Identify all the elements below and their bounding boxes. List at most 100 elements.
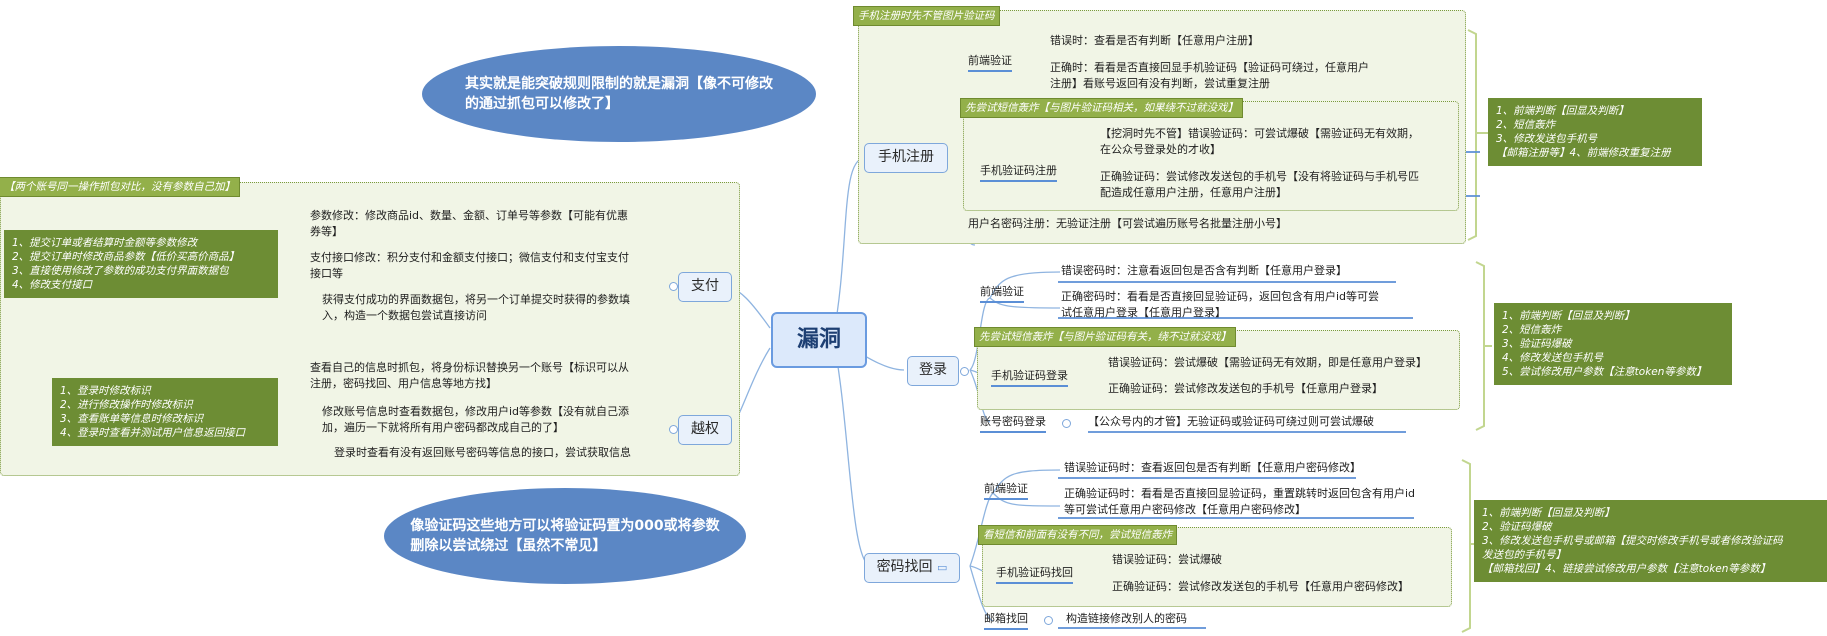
login-collapse-dot[interactable] bbox=[960, 367, 969, 376]
login-frontend-wrong: 错误密码时：注意看返回包是否含有判断【任意用户登录】 bbox=[1061, 264, 1347, 277]
login-summary-5: 5、尝试修改用户参数【注意token等参数】 bbox=[1502, 366, 1707, 378]
privilege-summary-1: 1、登录时修改标识 bbox=[60, 385, 151, 397]
note-icon[interactable]: ▭ bbox=[937, 561, 948, 574]
register-summary: 1、前端判断【回显及判断】 2、短信轰炸 3、修改发送包手机号 【邮箱注册等】4… bbox=[1488, 98, 1702, 166]
privilege-summary-2: 2、进行修改操作时修改标识 bbox=[60, 399, 193, 411]
register-sms-wrong: 【挖洞时先不管】错误验证码：可尝试爆破【需验证码无有效期， 在公众号登录处的才收… bbox=[1100, 126, 1419, 158]
recover-summary-5: 【邮箱找回】4、链接尝试修改用户参数【注意token等参数】 bbox=[1482, 563, 1771, 575]
payment-item-1: 参数修改：修改商品id、数量、金额、订单号等参数【可能有优惠 券等】 bbox=[310, 208, 628, 240]
branch-recover-label: 密码找回 bbox=[876, 559, 933, 575]
register-sms-group-title: 先尝试短信轰炸【与图片验证码相关，如果绕不过就没戏】 bbox=[960, 98, 1243, 118]
payment-summary: 1、提交订单或者结算时金额等参数修改 2、提交订单时修改商品参数【低价买高价商品… bbox=[4, 230, 278, 298]
privilege-item-1-line-2: 注册，密码找回、用户信息等地方找】 bbox=[310, 377, 497, 390]
note-bottom-line-2: 删除以尝试绕过【虽然不常见】 bbox=[410, 538, 607, 554]
login-sms-wrong: 错误验证码：尝试爆破【需验证码无有效期，即是任意用户登录】 bbox=[1108, 356, 1427, 369]
recover-summary-4: 发送包的手机号】 bbox=[1482, 549, 1566, 561]
payment-summary-2: 2、提交订单时修改商品参数【低价买高价商品】 bbox=[12, 251, 240, 263]
login-frontend-label: 前端验证 bbox=[980, 284, 1024, 303]
register-frontend-right: 正确时：看看是否直接回显手机验证码【验证码可绕过，任意用户 注册】看账号返回有没… bbox=[1050, 60, 1369, 92]
privilege-summary-4: 4、登录时查看并测试用户信息返回接口 bbox=[60, 427, 246, 439]
recover-email-dot[interactable] bbox=[1044, 616, 1053, 625]
payment-summary-1: 1、提交订单或者结算时金额等参数修改 bbox=[12, 237, 198, 249]
privilege-item-1-line-1: 查看自己的信息时抓包，将身份标识替换另一个账号【标识可以从 bbox=[310, 361, 629, 374]
central-topic[interactable]: 漏洞 bbox=[771, 312, 867, 368]
login-summary: 1、前端判断【回显及判断】 2、短信轰炸 3、验证码爆破 4、修改发送包手机号 … bbox=[1494, 303, 1732, 385]
payment-collapse-dot[interactable] bbox=[669, 282, 678, 291]
register-sms-right-2: 配造成任意用户注册，任意用户注册】 bbox=[1100, 186, 1287, 199]
note-top: 其实就是能突破规则限制的就是漏洞【像不可修改的通过抓包可以修改了】 bbox=[422, 46, 816, 142]
login-account-text: 【公众号内的才管】无验证码或验证码可绕过则可尝试爆破 bbox=[1088, 415, 1374, 428]
recover-summary-3: 3、修改发送包手机号或邮箱【提交时修改手机号或者修改验证码 bbox=[1482, 535, 1783, 547]
branch-payment[interactable]: 支付 bbox=[678, 272, 732, 302]
login-sms-group-title: 先尝试短信轰炸【与图片验证码有关，绕不过就没戏】 bbox=[974, 327, 1236, 347]
recover-sms-label: 手机验证码找回 bbox=[996, 565, 1073, 584]
payment-item-3: 获得支付成功的界面数据包，将另一个订单提交时获得的参数填 入，构造一个数据包尝试… bbox=[322, 292, 630, 324]
login-frontend-right-1: 正确密码时：看看是否直接回显验证码，返回包含有用户id等可尝 bbox=[1061, 290, 1380, 303]
privilege-summary-3: 3、查看账单等信息时修改标识 bbox=[60, 413, 204, 425]
recover-sms-group-title: 看短信和前面有没有不同，尝试短信轰炸 bbox=[978, 525, 1177, 545]
login-sms-right: 正确验证码：尝试修改发送包的手机号【任意用户登录】 bbox=[1108, 382, 1383, 395]
branch-recover[interactable]: 密码找回 ▭ bbox=[864, 553, 960, 583]
recover-summary: 1、前端判断【回显及判断】 2、验证码爆破 3、修改发送包手机号或邮箱【提交时修… bbox=[1474, 500, 1827, 582]
login-account-dot[interactable] bbox=[1062, 419, 1071, 428]
recover-email-label: 邮箱找回 bbox=[984, 611, 1028, 630]
register-frontend-right-2: 注册】看账号返回有没有判断，尝试重复注册 bbox=[1050, 77, 1270, 90]
privilege-collapse-dot[interactable] bbox=[669, 425, 678, 434]
register-sms-right-1: 正确验证码：尝试修改发送包的手机号【没有将验证码与手机号匹 bbox=[1100, 170, 1419, 183]
login-frontend-right: 正确密码时：看看是否直接回显验证码，返回包含有用户id等可尝 试任意用户登录【任… bbox=[1061, 289, 1379, 321]
register-sms-wrong-1: 【挖洞时先不管】错误验证码：可尝试爆破【需验证码无有效期， bbox=[1100, 127, 1419, 140]
note-top-line-2: 的通过抓包可以修改了】 bbox=[465, 96, 619, 112]
payment-summary-3: 3、直接使用修改了参数的成功支付界面数据包 bbox=[12, 265, 229, 277]
recover-frontend-right-2: 等可尝试任意用户密码修改【任意用户密码修改】 bbox=[1064, 503, 1306, 516]
payment-item-2: 支付接口修改：积分支付和金额支付接口；微信支付和支付宝支付 接口等 bbox=[310, 250, 629, 282]
payment-item-1-line-2: 券等】 bbox=[310, 225, 343, 238]
login-summary-2: 2、短信轰炸 bbox=[1502, 324, 1562, 336]
payment-item-3-line-2: 入，构造一个数据包尝试直接访问 bbox=[322, 309, 487, 322]
note-bottom-line-1: 像验证码这些地方可以将验证码置为000或将参数 bbox=[410, 518, 720, 534]
login-summary-1: 1、前端判断【回显及判断】 bbox=[1502, 310, 1635, 322]
register-summary-3: 3、修改发送包手机号 bbox=[1496, 133, 1598, 145]
branch-privilege[interactable]: 越权 bbox=[678, 415, 732, 445]
recover-frontend-label: 前端验证 bbox=[984, 481, 1028, 500]
privilege-item-2-line-2: 加，遍历一下就将所有用户密码都改成自己的了】 bbox=[322, 421, 564, 434]
recover-frontend-right: 正确验证码时：看看是否直接回显验证码，重置跳转时返回包含有用户id 等可尝试任意… bbox=[1064, 486, 1415, 518]
register-sms-right: 正确验证码：尝试修改发送包的手机号【没有将验证码与手机号匹 配造成任意用户注册，… bbox=[1100, 169, 1419, 201]
login-sms-label: 手机验证码登录 bbox=[991, 368, 1068, 387]
login-frontend-right-2: 试任意用户登录【任意用户登录】 bbox=[1061, 306, 1226, 319]
note-top-line-1: 其实就是能突破规则限制的就是漏洞【像不可修改 bbox=[465, 76, 773, 92]
branch-register[interactable]: 手机注册 bbox=[864, 143, 948, 173]
register-frontend-right-1: 正确时：看看是否直接回显手机验证码【验证码可绕过，任意用户 bbox=[1050, 61, 1369, 74]
register-summary-2: 2、短信轰炸 bbox=[1496, 119, 1556, 131]
recover-frontend-wrong: 错误验证码时：查看返回包是否有判断【任意用户密码修改】 bbox=[1064, 461, 1361, 474]
recover-summary-1: 1、前端判断【回显及判断】 bbox=[1482, 507, 1615, 519]
note-bottom: 像验证码这些地方可以将验证码置为000或将参数删除以尝试绕过【虽然不常见】 bbox=[384, 488, 746, 584]
recover-sms-wrong: 错误验证码：尝试爆破 bbox=[1112, 553, 1222, 566]
privilege-item-3: 登录时查看有没有返回账号密码等信息的接口，尝试获取信息 bbox=[334, 446, 631, 459]
recover-summary-2: 2、验证码爆破 bbox=[1482, 521, 1552, 533]
register-sms-group bbox=[963, 101, 1459, 211]
payment-summary-4: 4、修改支付接口 bbox=[12, 279, 93, 291]
payment-privilege-group-title: 【两个账号同一操作抓包对比，没有参数自己加】 bbox=[0, 177, 240, 197]
register-sms-label: 手机验证码注册 bbox=[980, 163, 1057, 182]
payment-item-2-line-1: 支付接口修改：积分支付和金额支付接口；微信支付和支付宝支付 bbox=[310, 251, 629, 264]
register-summary-4: 【邮箱注册等】4、前端修改重复注册 bbox=[1496, 147, 1671, 159]
payment-item-2-line-2: 接口等 bbox=[310, 267, 343, 280]
privilege-item-2: 修改账号信息时查看数据包，修改用户id等参数【没有就自己添 加，遍历一下就将所有… bbox=[322, 404, 629, 436]
register-frontend-label: 前端验证 bbox=[968, 53, 1012, 72]
payment-item-3-line-1: 获得支付成功的界面数据包，将另一个订单提交时获得的参数填 bbox=[322, 293, 630, 306]
login-account-label: 账号密码登录 bbox=[980, 414, 1046, 433]
recover-frontend-right-1: 正确验证码时：看看是否直接回显验证码，重置跳转时返回包含有用户id bbox=[1064, 487, 1416, 500]
login-summary-3: 3、验证码爆破 bbox=[1502, 338, 1572, 350]
register-frontend-wrong: 错误时：查看是否有判断【任意用户注册】 bbox=[1050, 34, 1259, 47]
payment-item-1-line-1: 参数修改：修改商品id、数量、金额、订单号等参数【可能有优惠 bbox=[310, 209, 629, 222]
login-summary-4: 4、修改发送包手机号 bbox=[1502, 352, 1604, 364]
recover-email-text: 构造链接修改别人的密码 bbox=[1066, 612, 1187, 625]
branch-login[interactable]: 登录 bbox=[907, 356, 959, 386]
recover-sms-right: 正确验证码：尝试修改发送包的手机号【任意用户密码修改】 bbox=[1112, 580, 1409, 593]
privilege-item-1: 查看自己的信息时抓包，将身份标识替换另一个账号【标识可以从 注册，密码找回、用户… bbox=[310, 360, 629, 392]
privilege-summary: 1、登录时修改标识 2、进行修改操作时修改标识 3、查看账单等信息时修改标识 4… bbox=[52, 378, 278, 446]
register-sms-wrong-2: 在公众号登录处的才收】 bbox=[1100, 143, 1221, 156]
register-summary-1: 1、前端判断【回显及判断】 bbox=[1496, 105, 1629, 117]
privilege-item-2-line-1: 修改账号信息时查看数据包，修改用户id等参数【没有就自己添 bbox=[322, 405, 630, 418]
register-username: 用户名密码注册：无验证注册【可尝试遍历账号名批量注册小号】 bbox=[968, 217, 1287, 230]
